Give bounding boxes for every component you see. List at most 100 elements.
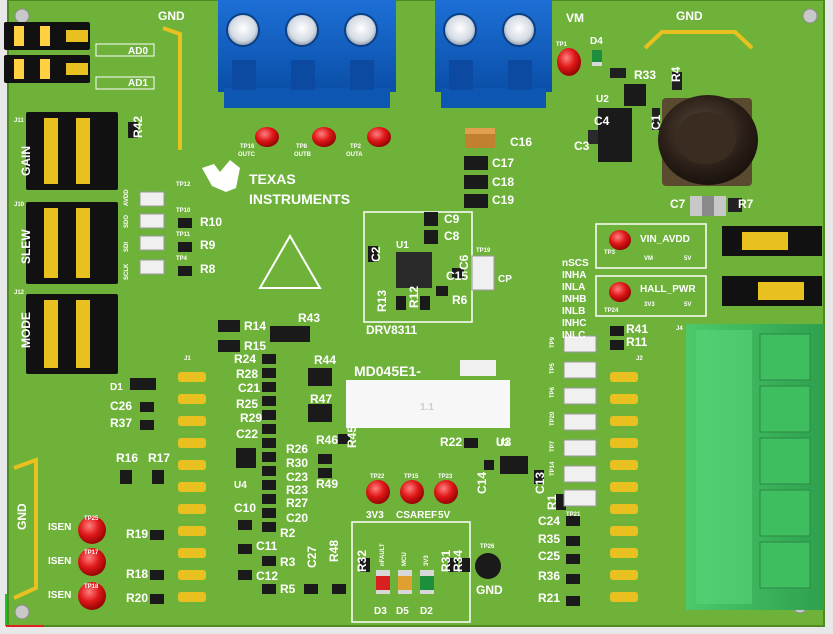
label-d4: D4 <box>590 36 603 47</box>
refdes-c16: C16 <box>510 135 532 149</box>
label-j2: J2 <box>636 356 643 362</box>
label-inhb: INHB <box>562 294 586 305</box>
label-spi-sclk: SCLK <box>124 263 130 280</box>
gnd-test-point[interactable] <box>475 553 501 579</box>
refdes-r11: R11 <box>626 335 648 349</box>
refdes-c8: C8 <box>444 229 460 243</box>
bulk-capacitors <box>464 156 488 208</box>
output-test-points[interactable] <box>255 127 391 147</box>
refdes-c4: C4 <box>594 114 610 128</box>
refdes-r2: R2 <box>280 526 296 540</box>
refdes-c18: C18 <box>492 175 514 189</box>
label-tp6: TP6 <box>550 386 556 398</box>
refdes-c2: C2 <box>369 246 383 262</box>
label-vin-vm: VM <box>644 256 653 262</box>
motor-output-terminal-block[interactable] <box>218 0 396 108</box>
label-cp: CP <box>498 274 512 285</box>
refdes-r21: R21 <box>538 591 560 605</box>
refdes-r8: R8 <box>200 262 216 276</box>
label-u3: U3 <box>496 438 509 449</box>
reference-test-points[interactable] <box>366 480 458 504</box>
refdes-r1: R1 <box>545 494 559 510</box>
label-inla: INLA <box>562 282 585 293</box>
label-tp9: TP9 <box>550 336 556 348</box>
label-mcu: MCU <box>402 552 408 566</box>
refdes-c3: C3 <box>574 139 590 153</box>
refdes-c26: C26 <box>110 399 132 413</box>
label-outa: OUTA <box>346 152 363 158</box>
status-led-area <box>351 521 471 623</box>
address-jumper-header[interactable] <box>4 22 155 90</box>
label-tp25: TP25 <box>84 516 99 522</box>
vin-avdd-jumper[interactable] <box>595 223 822 269</box>
label-tp2: TP2 <box>350 144 362 150</box>
header-j1-pins[interactable] <box>178 372 206 602</box>
refdes-c25: C25 <box>538 549 560 563</box>
ti-name-line2: INSTRUMENTS <box>249 191 350 207</box>
label-led-3v3: 3V3 <box>424 555 430 566</box>
label-hall-5v: 5V <box>684 302 691 308</box>
hall-pwr-jumper[interactable] <box>595 275 822 317</box>
label-vin-5v: 5V <box>684 256 691 262</box>
label-inlb: INLB <box>562 306 585 317</box>
refdes-c12: C12 <box>256 569 278 583</box>
label-inha: INHA <box>562 270 586 281</box>
c3-capacitor <box>598 108 632 162</box>
refdes-r3: R3 <box>280 555 296 569</box>
label-nscs: nSCS <box>562 258 589 269</box>
label-vm: VM <box>566 11 584 25</box>
mode-jumper-header[interactable] <box>26 294 118 374</box>
spi-test-pads[interactable] <box>139 191 165 275</box>
refdes-c7: C7 <box>670 197 686 211</box>
header-j2-pins[interactable] <box>610 372 638 602</box>
refdes-c11: C11 <box>256 539 278 553</box>
label-tp23: TP23 <box>438 474 453 480</box>
vm-test-point[interactable] <box>557 48 581 76</box>
label-5v-ref: 5V <box>438 510 451 521</box>
label-tp7: TP7 <box>550 440 556 452</box>
label-tp14: TP14 <box>550 461 556 476</box>
label-tp10: TP10 <box>176 208 191 214</box>
label-tp15: TP15 <box>404 474 419 480</box>
refdes-r29: R29 <box>240 411 262 425</box>
refdes-c15: C15 <box>446 269 468 283</box>
label-isen-1: ISEN <box>48 522 71 533</box>
label-ad0: AD0 <box>128 46 148 57</box>
refdes-r7: R7 <box>738 197 754 211</box>
isen-test-points[interactable] <box>78 516 106 610</box>
label-gnd-right: GND <box>676 9 703 23</box>
refdes-r28: R28 <box>236 367 258 381</box>
drv8311-driver-area <box>363 211 495 323</box>
refdes-r48: R48 <box>327 540 341 562</box>
refdes-c10: C10 <box>234 501 256 515</box>
refdes-r27: R27 <box>286 496 308 510</box>
refdes-r4: R4 <box>669 66 683 82</box>
hall-sensor-terminal-block[interactable] <box>686 324 824 610</box>
label-tp4: TP4 <box>176 256 188 262</box>
label-inhc: INHC <box>562 318 586 329</box>
label-spi-sdi: SDI <box>124 242 130 252</box>
serial-label-text: 1.1 <box>420 402 434 413</box>
gain-jumper-header[interactable] <box>26 112 118 190</box>
refdes-r26: R26 <box>286 442 308 456</box>
label-outb: OUTB <box>294 152 312 158</box>
label-hall-pwr: HALL_PWR <box>640 284 696 295</box>
slew-jumper-header[interactable] <box>26 202 118 284</box>
refdes-r20: R20 <box>126 591 148 605</box>
refdes-c17: C17 <box>492 156 514 170</box>
refdes-c24: C24 <box>538 514 560 528</box>
texas-instruments-logo: TEXAS INSTRUMENTS <box>202 160 350 207</box>
refdes-r17: R17 <box>148 451 170 465</box>
label-mode: MODE <box>19 312 33 348</box>
refdes-c6: C6 <box>457 254 471 270</box>
label-tp3: TP3 <box>604 250 616 256</box>
refdes-r44: R44 <box>314 353 336 367</box>
refdes-c14: C14 <box>475 472 489 494</box>
pwm-input-test-pads[interactable] <box>563 335 597 507</box>
label-gnd-top: GND <box>158 9 185 23</box>
refdes-r12: R12 <box>407 286 421 308</box>
power-input-terminal-block[interactable] <box>435 0 552 108</box>
refdes-r41: R41 <box>626 322 648 336</box>
